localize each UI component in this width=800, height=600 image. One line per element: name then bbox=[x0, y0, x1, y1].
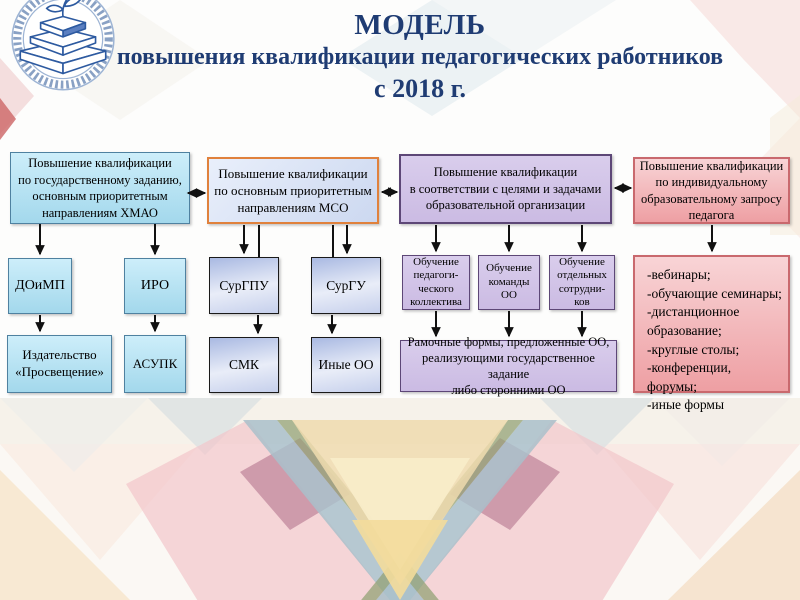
box-mso-priorities: Повышение квалификации по основным приор… bbox=[207, 157, 379, 224]
box-training-team: Обучение команды ОО bbox=[478, 255, 540, 310]
stacked-books-icon bbox=[19, 15, 107, 75]
logo-text-ring bbox=[13, 0, 113, 89]
box-doimp: ДОиМП bbox=[8, 258, 72, 314]
box-smk: СМК bbox=[209, 337, 279, 393]
box-surgpu: СурГПУ bbox=[209, 257, 279, 314]
box-org-goals: Повышение квалификации в соответствии с … bbox=[399, 154, 612, 224]
box-individual-forms-list: -вебинары; -обучающие семинары; -дистанц… bbox=[633, 255, 790, 412]
box-other-oo: Иные ОО bbox=[311, 337, 381, 393]
box-surgu: СурГУ bbox=[311, 257, 381, 314]
title-line-1: МОДЕЛЬ bbox=[354, 9, 486, 41]
box-prosveshchenie: Издательство «Просвещение» bbox=[7, 335, 112, 393]
box-individual-request: Повышение квалификации по индивидуальном… bbox=[633, 157, 790, 224]
box-iro: ИРО bbox=[124, 258, 186, 314]
box-asupk: АСУПК bbox=[124, 335, 186, 393]
slide-title: МОДЕЛЬ повышения квалификации педагогиче… bbox=[90, 8, 750, 104]
box-training-individual-staff: Обучение отдельных сотрудни- ков bbox=[549, 255, 615, 310]
title-line-2: повышения квалификации педагогических ра… bbox=[116, 44, 724, 71]
institution-logo bbox=[11, 0, 115, 91]
box-state-task: Повышение квалификации по государственно… bbox=[10, 152, 190, 224]
box-training-collective: Обучение педагоги- ческого коллектива bbox=[402, 255, 470, 310]
title-line-3: с 2018 г. bbox=[374, 73, 466, 103]
sprout-icon bbox=[45, 0, 81, 17]
box-framework-forms: Рамочные формы, предложенные ОО, реализу… bbox=[400, 335, 617, 397]
